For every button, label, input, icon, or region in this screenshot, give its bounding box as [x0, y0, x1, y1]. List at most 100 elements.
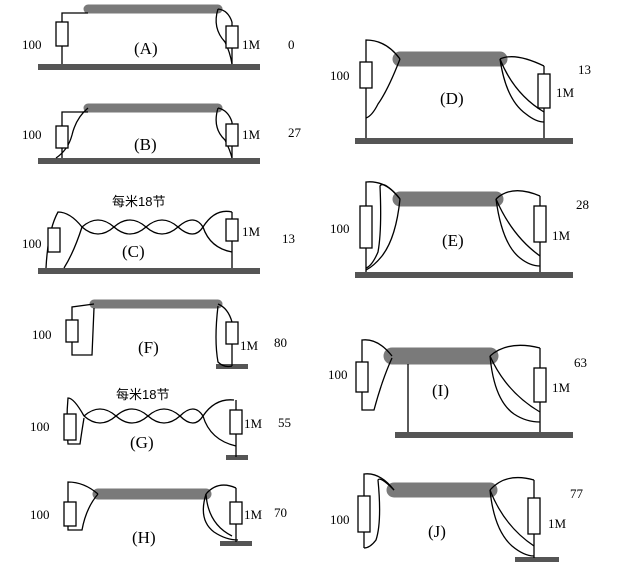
panel-b: 100 1M (B) 27 [22, 103, 302, 164]
resistor-left [357, 495, 371, 533]
resistor-right [533, 367, 547, 403]
wire [63, 226, 83, 269]
wire [67, 481, 99, 531]
ground-plane [355, 138, 573, 144]
resistor-right [229, 409, 243, 435]
left-resistor-label: 100 [330, 221, 350, 236]
panel-f: 100 1M (F) 80 [32, 299, 287, 369]
right-resistor-label: 1M [242, 224, 261, 239]
resistor-left [355, 361, 369, 393]
wire [202, 399, 235, 417]
wire [489, 489, 535, 557]
noise-value: 27 [288, 125, 302, 140]
panel-label: (B) [134, 135, 157, 154]
resistor-right [225, 25, 239, 49]
left-resistor-label: 100 [22, 127, 42, 142]
ground-plane [38, 158, 260, 164]
wire [55, 107, 89, 159]
resistor-right [225, 123, 239, 147]
panel-d: 100 1M (D) 13 [330, 39, 591, 144]
wire [495, 198, 541, 257]
resistor-left [359, 205, 373, 249]
resistor-right [229, 501, 243, 525]
ground-block [226, 455, 248, 460]
right-resistor-label: 1M [552, 380, 571, 395]
panel-j: 100 1M (J) 77 [330, 473, 584, 562]
panel-h: 100 1M (H) 70 [30, 481, 287, 547]
ground-plane [355, 272, 573, 278]
wire [215, 107, 233, 159]
resistor-right [537, 73, 551, 109]
panel-label: (J) [428, 522, 446, 541]
wire [365, 39, 401, 138]
wire [489, 476, 535, 491]
wire [202, 493, 239, 541]
right-resistor-label: 1M [556, 85, 575, 100]
panel-c: 每米18节 100 1M (C) 13 [22, 194, 295, 274]
right-resistor-label: 1M [244, 416, 263, 431]
wire [489, 344, 541, 357]
wire [499, 58, 545, 123]
twist-note: 每米18节 [112, 194, 165, 209]
left-resistor-label: 100 [22, 37, 42, 52]
panel-label: (I) [432, 381, 449, 400]
resistor-left [63, 413, 77, 441]
left-resistor-label: 100 [330, 68, 350, 83]
ground-plane [395, 432, 573, 438]
wire [365, 58, 401, 119]
ground-plane [38, 64, 260, 70]
wire [215, 8, 233, 65]
right-resistor-label: 1M [244, 507, 263, 522]
wire [489, 355, 541, 413]
twist-note: 每米18节 [116, 387, 169, 402]
resistor-left [55, 21, 69, 47]
resistor-right [225, 321, 239, 345]
noise-value: 13 [578, 62, 591, 77]
ground-block [220, 541, 252, 546]
noise-value: 63 [574, 355, 587, 370]
twisted-pair [81, 219, 204, 228]
resistor-right [527, 497, 541, 535]
wire [365, 198, 401, 271]
panel-label: (F) [138, 338, 159, 357]
panel-label: (A) [134, 39, 158, 58]
wire [217, 8, 233, 23]
noise-value: 55 [278, 415, 291, 430]
panel-g: 每米18节 100 1M (G) 55 [30, 387, 291, 460]
twisted-pair [83, 408, 204, 417]
panel-a: 100 1M (A) 0 [22, 4, 295, 70]
noise-value: 0 [288, 37, 295, 52]
panel-label: (G) [130, 433, 154, 452]
resistor-left [55, 125, 69, 149]
noise-value: 80 [274, 335, 287, 350]
panel-label: (H) [132, 528, 156, 547]
wire [363, 478, 395, 549]
wire [202, 210, 233, 228]
wire [202, 226, 233, 253]
resistor-left [47, 227, 61, 253]
wire [489, 489, 535, 547]
wire [489, 355, 541, 423]
left-resistor-label: 100 [32, 327, 52, 342]
right-resistor-label: 1M [242, 37, 261, 52]
wire [61, 12, 88, 64]
panel-label: (E) [442, 231, 464, 250]
wire [71, 303, 95, 356]
wire [202, 415, 237, 447]
wire [365, 183, 401, 269]
wire [205, 493, 233, 537]
resistor-left [65, 319, 79, 343]
resistor-right [533, 205, 547, 243]
left-resistor-label: 100 [328, 367, 348, 382]
twisted-pair [81, 226, 204, 235]
left-resistor-label: 100 [30, 507, 50, 522]
wire [217, 303, 233, 323]
left-resistor-label: 100 [330, 512, 350, 527]
wire [495, 190, 541, 200]
wire [205, 484, 237, 495]
wire [495, 198, 541, 267]
right-resistor-label: 1M [552, 228, 571, 243]
resistor-left [63, 501, 77, 527]
noise-value: 13 [282, 231, 295, 246]
